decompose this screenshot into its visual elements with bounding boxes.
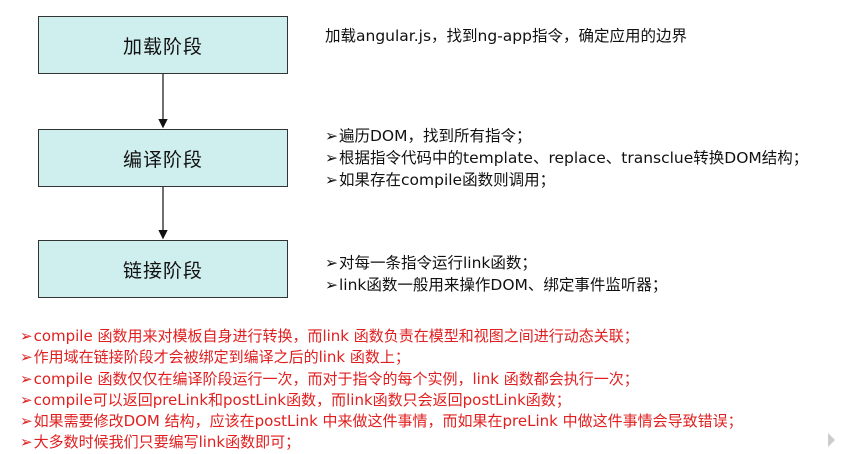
link-bullet: link函数一般用来操作DOM、绑定事件监听器； (325, 274, 667, 296)
stage-compile-box: 编译阶段 (38, 129, 288, 187)
link-description: 对每一条指令运行link函数； link函数一般用来操作DOM、绑定事件监听器； (325, 252, 667, 296)
compile-bullet: 根据指令代码中的template、replace、transclue转换DOM结… (325, 147, 808, 169)
stage-link-box: 链接阶段 (38, 240, 288, 298)
compile-description: 遍历DOM，找到所有指令； 根据指令代码中的template、replace、t… (325, 125, 808, 191)
note-item: compile 函数仅仅在编译阶段运行一次，而对于指令的每个实例，link 函数… (20, 369, 743, 390)
note-item: 如果需要修改DOM 结构，应该在postLink 中来做这件事情，而如果在pre… (20, 411, 743, 432)
compile-bullet: 遍历DOM，找到所有指令； (325, 125, 808, 147)
next-slide-icon[interactable] (828, 433, 835, 447)
notes-list: compile 函数用来对模板自身进行转换，而link 函数负责在模型和视图之间… (20, 326, 743, 454)
note-item: 大多数时候我们只要编写link函数即可； (20, 432, 743, 453)
link-bullet: 对每一条指令运行link函数； (325, 252, 667, 274)
stage-link-label: 链接阶段 (122, 259, 203, 282)
load-description: 加载angular.js，找到ng-app指令，确定应用的边界 (325, 27, 687, 45)
stage-load-box: 加载阶段 (38, 16, 288, 74)
note-item: 作用域在链接阶段才会被绑定到编译之后的link 函数上； (20, 347, 743, 368)
stage-load-label: 加载阶段 (122, 35, 203, 58)
note-item: compile可以返回preLink和postLink函数，而link函数只会返… (20, 390, 743, 411)
stage-compile-label: 编译阶段 (122, 148, 203, 171)
note-item: compile 函数用来对模板自身进行转换，而link 函数负责在模型和视图之间… (20, 326, 743, 347)
compile-bullet: 如果存在compile函数则调用； (325, 169, 808, 191)
